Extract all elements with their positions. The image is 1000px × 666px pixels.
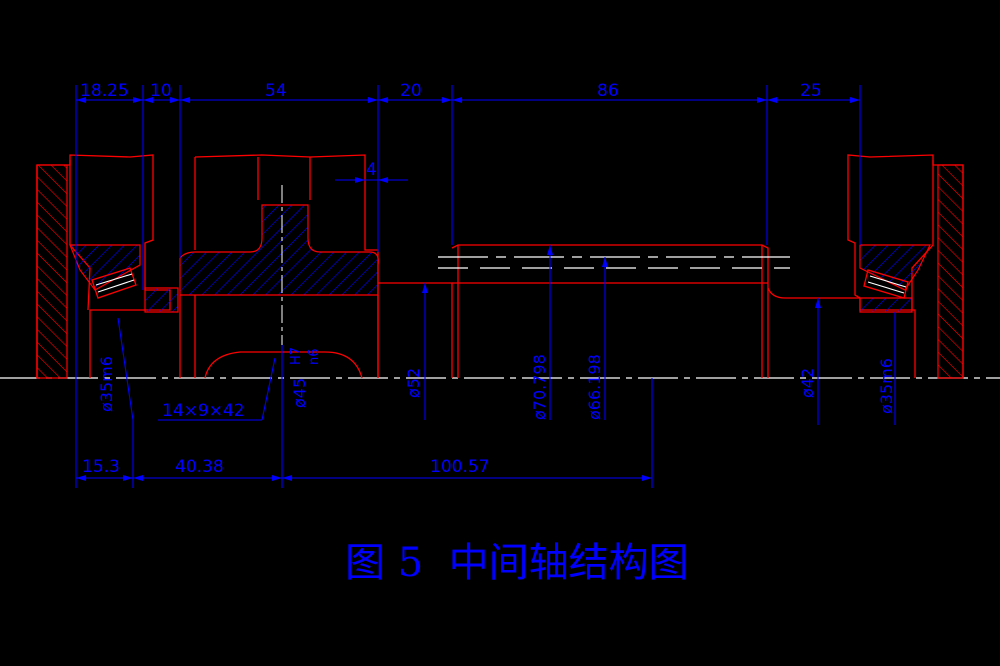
gear xyxy=(179,154,379,379)
dia-70-798: ø70.798 xyxy=(530,354,549,420)
dim-54: 54 xyxy=(265,81,287,101)
dim-20: 20 xyxy=(400,81,422,101)
bottom-dimension-line xyxy=(75,375,653,488)
left-housing xyxy=(36,154,179,379)
dim-25: 25 xyxy=(800,81,822,101)
shaft xyxy=(378,244,860,378)
right-housing xyxy=(847,154,964,379)
dim-4-lines xyxy=(335,177,408,183)
key-label: 14×9×42 xyxy=(162,401,245,421)
dim-100-57: 100.57 xyxy=(430,457,489,477)
dim-10: 10 xyxy=(150,81,172,101)
dim-4: 4 xyxy=(366,160,377,180)
dia-45-lower: n6 xyxy=(307,348,322,365)
dim-18-25: 18.25 xyxy=(80,81,129,101)
dim-15-3: 15.3 xyxy=(82,457,120,477)
dia-42: ø42 xyxy=(798,368,817,398)
dia-45-upper: H7 xyxy=(289,347,304,365)
figure-caption: 图 5 中间轴结构图 xyxy=(345,540,689,586)
dim-86: 86 xyxy=(597,81,619,101)
dia-52: ø52 xyxy=(404,368,423,398)
dia-35-right: ø35m6 xyxy=(877,358,896,414)
dia-35-left: ø35m6 xyxy=(97,356,116,412)
dia-45-base: ø45 xyxy=(290,378,309,408)
dia-66-198: ø66.198 xyxy=(585,354,604,420)
diameter-leaders xyxy=(117,245,896,425)
top-dimension-line xyxy=(75,85,861,375)
dim-40-38: 40.38 xyxy=(175,457,224,477)
